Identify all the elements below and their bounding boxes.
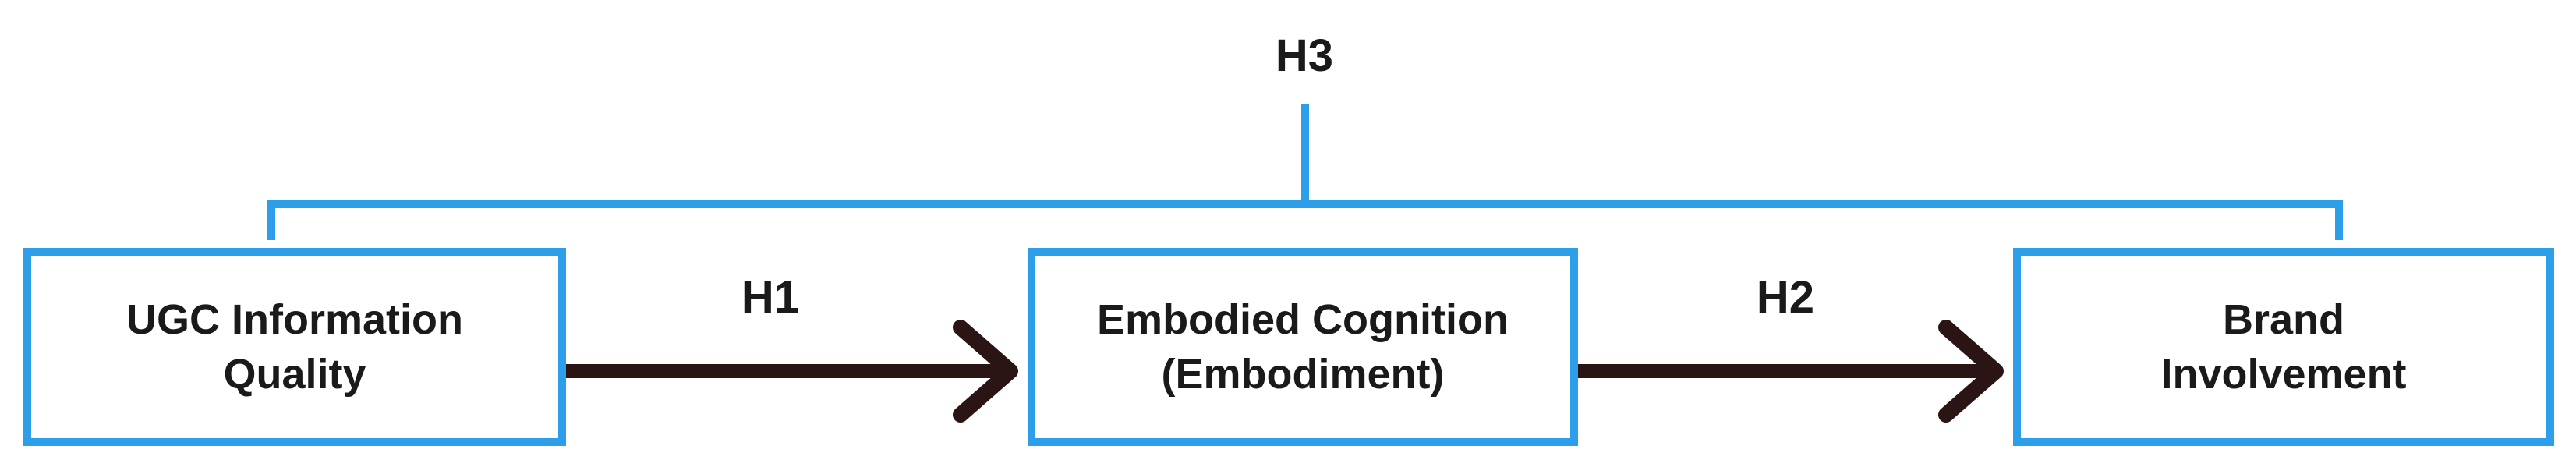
h1-arrow: [566, 320, 1018, 423]
hypothesis-h3-label: H3: [1275, 30, 1334, 81]
node-embodied-label: Embodied Cognition (Embodiment): [1097, 295, 1509, 398]
hypothesis-h1-label: H1: [741, 272, 800, 323]
node-embodied-cognition: Embodied Cognition (Embodiment): [1028, 248, 1578, 446]
node-ugc-label: UGC Information Quality: [126, 295, 463, 398]
hypothesis-h2-label: H2: [1756, 272, 1815, 323]
node-brand-label: Brand Involvement: [2160, 295, 2407, 398]
h2-arrow: [1578, 320, 2004, 423]
node-ugc-information-quality: UGC Information Quality: [23, 248, 566, 446]
node-brand-involvement: Brand Involvement: [2013, 248, 2554, 446]
h3-bracket: [267, 200, 2343, 240]
